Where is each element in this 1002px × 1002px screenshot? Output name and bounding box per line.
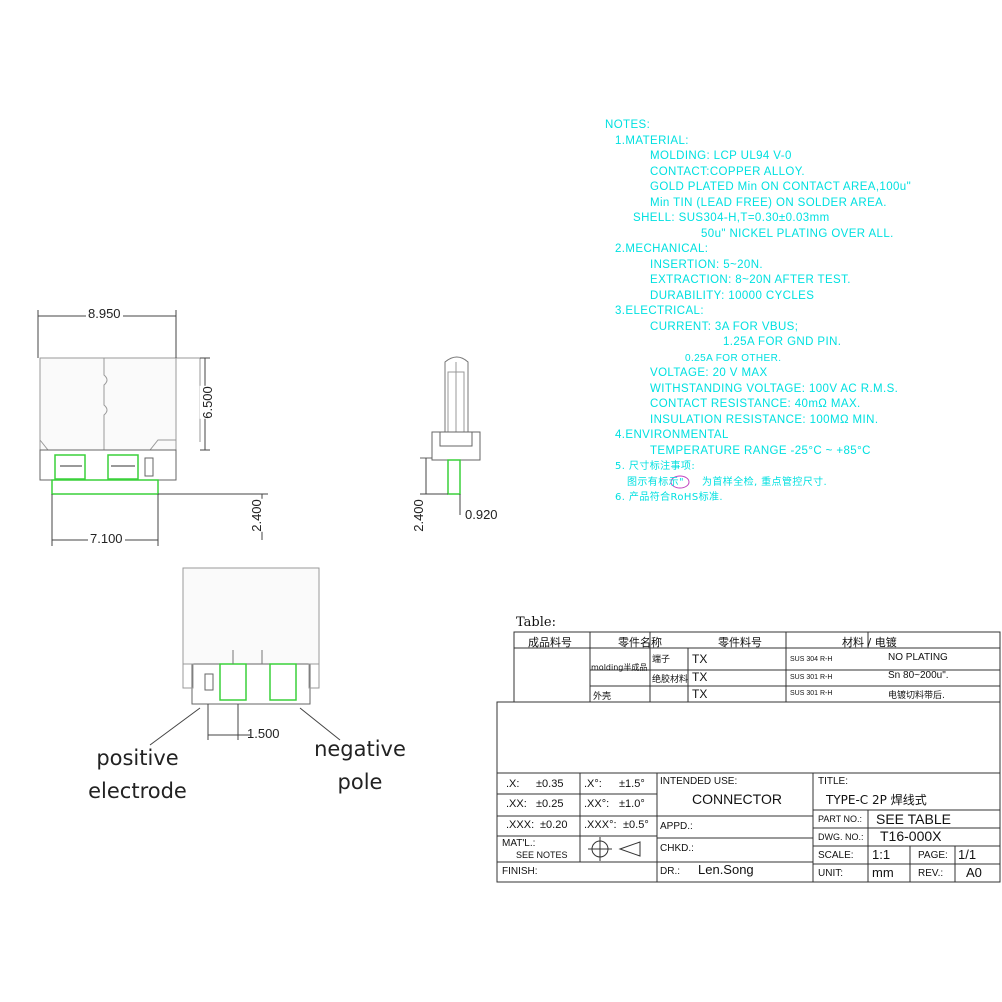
dim-pin-height-front: 2.400 (248, 499, 264, 532)
table-row2-plating: Sn 80~200u". (888, 670, 949, 681)
title-block-grid (496, 701, 1001, 883)
notes-contact-resistance: CONTACT RESISTANCE: 40mΩ MAX. (650, 398, 861, 410)
notes-tin: Min TIN (LEAD FREE) ON SOLDER AREA. (650, 196, 887, 209)
notes-current-other: 0.25A FOR OTHER. (685, 352, 782, 364)
notes-voltage: VOLTAGE: 20 V MAX (650, 367, 768, 379)
side-dimensions (420, 458, 461, 515)
dr-value: Len.Song (698, 862, 754, 877)
dim-pin-height-side: 2.400 (410, 499, 426, 532)
table-row3-plating: 电镀切料带后. (888, 691, 945, 701)
page-label: PAGE: (918, 850, 948, 861)
table-header-product: 成品料号 (528, 636, 572, 649)
front-view (39, 357, 201, 495)
intended-label: INTENDED USE: (660, 776, 738, 787)
scale-value: 1:1 (872, 847, 891, 862)
rev-value: A0 (966, 865, 982, 880)
unit-value: mm (872, 865, 894, 880)
unit-label: UNIT: (818, 868, 843, 879)
table-header-part-no: 零件料号 (718, 636, 762, 649)
notes-mechanical: 2.MECHANICAL: (615, 243, 709, 255)
tol-x-label: .X: (506, 778, 520, 790)
appd-label: APPD.: (660, 821, 693, 832)
notes-shell: SHELL: SUS304-H,T=0.30±0.03mm (633, 212, 830, 224)
dr-label: DR.: (660, 866, 680, 877)
notes-insulation: INSULATION RESISTANCE: 100MΩ MIN. (650, 413, 879, 426)
ang-xx-label: .XX°: (584, 798, 610, 810)
ang-xx-value: ±1.0° (619, 798, 645, 810)
page-value: 1/1 (958, 847, 977, 862)
table-row1-mat: SUS 304 R-H (790, 656, 833, 663)
notes-withstanding: WITHSTANDING VOLTAGE: 100V AC R.M.S. (650, 382, 899, 395)
tol-xxx-label: .XXX: (506, 819, 535, 831)
dim-bottom-width: 7.100 (88, 531, 125, 546)
notes-5: 5. 尺寸标注事项: (615, 461, 696, 472)
dwgno-label: DWG. NO.: (818, 832, 864, 842)
dwgno-value: T16-000X (880, 828, 942, 844)
notes-current-gnd: 1.25A FOR GND PIN. (723, 336, 842, 348)
rev-label: REV.: (918, 868, 944, 879)
notes-5a: 图示有标示" (627, 476, 684, 488)
notes-extraction: EXTRACTION: 8~20N AFTER TEST. (650, 274, 851, 286)
notes-environmental: 4.ENVIRONMENTAL (615, 429, 729, 441)
tol-x-value: ±0.35 (536, 778, 564, 790)
notes-material: 1.MATERIAL: (615, 134, 689, 147)
ang-x-label: .X°: (584, 778, 602, 790)
table-header-material: 材料 / 电镀 (842, 636, 897, 649)
tol-xx-label: .XX: (506, 798, 527, 810)
notes-electrical: 3.ELECTRICAL: (615, 305, 704, 317)
notes-contact: CONTACT:COPPER ALLOY. (650, 165, 805, 178)
table-row1-group: molding半成品 (591, 663, 648, 672)
notes-6: 6. 产品符合RoHS标准. (615, 492, 723, 503)
table-row2-part: 绝胶材料 (652, 675, 689, 685)
tol-xxx-value: ±0.20 (540, 819, 568, 831)
inspection-marker-icon (670, 475, 690, 489)
partno-value: SEE TABLE (876, 811, 951, 827)
bottom-view (149, 567, 341, 746)
notes-durability: DURABILITY: 10000 CYCLES (650, 289, 815, 302)
tol-xx-value: ±0.25 (536, 798, 564, 810)
part-table-grid (513, 631, 1001, 703)
dim-pitch: 1.500 (247, 726, 280, 741)
notes-insertion: INSERTION: 5~20N. (650, 258, 764, 271)
notes-5b: 为首样全检, 重点管控尺寸. (702, 476, 828, 488)
table-row3-mat: SUS 301 R-H (790, 690, 833, 697)
table-row1-pn: TX (692, 652, 708, 666)
dim-height-side: 6.500 (199, 386, 215, 419)
table-row3-group: 外壳 (593, 692, 612, 702)
title-label: TITLE: (818, 776, 849, 787)
scale-label: SCALE: (818, 850, 854, 861)
table-title: Table: (516, 615, 556, 630)
intended-value: CONNECTOR (692, 791, 782, 807)
matl-value: SEE NOTES (516, 850, 568, 860)
table-row1-part: 端子 (652, 655, 671, 665)
callout-positive-electrode: positive electrode (88, 746, 187, 803)
partno-label: PART NO.: (818, 814, 863, 824)
notes-temperature: TEMPERATURE RANGE -25°C ~ +85°C (650, 444, 871, 457)
dim-width-top: 8.950 (86, 306, 123, 321)
notes-current: CURRENT: 3A FOR VBUS; (650, 320, 799, 333)
notes-molding: MOLDING: LCP UL94 V-0 (650, 150, 792, 162)
finish-label: FINISH: (502, 866, 538, 877)
ang-x-value: ±1.5° (619, 778, 645, 790)
table-row2-pn: TX (692, 670, 708, 684)
callout-negative-pole: negative pole (314, 737, 406, 794)
table-row2-mat: SUS 301 R-H (790, 674, 833, 681)
table-row3-pn: TX (692, 687, 708, 701)
title-value: TYPE-C 2P 焊线式 (826, 793, 927, 807)
notes-header: NOTES: (605, 119, 651, 131)
ang-xxx-label: .XXX°: (584, 819, 617, 831)
table-header-part-name: 零件名称 (618, 636, 662, 649)
notes-gold: GOLD PLATED Min ON CONTACT AREA,100u" (650, 181, 912, 193)
ang-xxx-value: ±0.5° (623, 819, 649, 831)
chkd-label: CHKD.: (660, 843, 694, 854)
matl-label: MAT'L.: (502, 838, 536, 849)
notes-nickel: 50u" NICKEL PLATING OVER ALL. (701, 227, 894, 240)
side-view (420, 356, 481, 495)
table-row1-plating: NO PLATING (888, 652, 948, 663)
dim-pin-width: 0.920 (465, 507, 498, 522)
